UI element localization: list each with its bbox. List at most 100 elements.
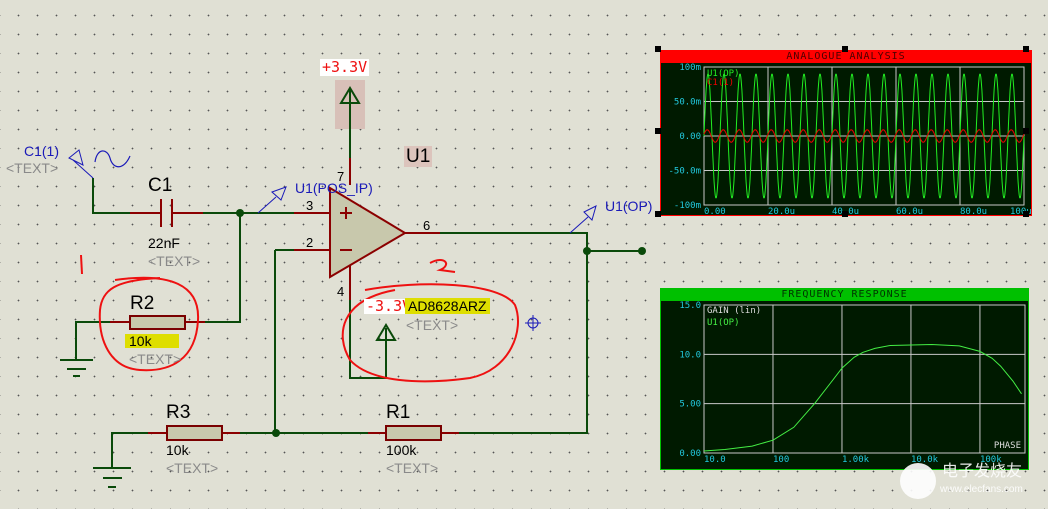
- selection-handle[interactable]: [655, 46, 661, 52]
- r1-text: <TEXT>: [386, 460, 439, 476]
- selection-handle[interactable]: [1023, 128, 1029, 134]
- y-tick-label: -50.0m: [668, 167, 701, 177]
- wire: [205, 213, 241, 323]
- annotation-mark-2: [429, 259, 456, 273]
- y-tick-label: 0.00: [679, 132, 701, 142]
- resistor-r3: [166, 425, 223, 441]
- probe-arrow-icon: [257, 186, 287, 214]
- y-tick-label: 15.0: [679, 301, 701, 311]
- r2-ref: R2: [130, 293, 155, 314]
- x-tick-label: 100k: [980, 455, 1002, 465]
- pin-6: 6: [423, 218, 431, 233]
- x-tick-label: 20.0u: [768, 207, 795, 215]
- generator-label[interactable]: C1(1): [24, 143, 60, 159]
- y-tick-label: 5.00: [679, 400, 701, 410]
- selection-handle[interactable]: [655, 128, 661, 134]
- selection-handle[interactable]: [1023, 211, 1029, 217]
- r2-text: <TEXT>: [129, 351, 182, 367]
- junction: [583, 247, 591, 255]
- generator-text: <TEXT>: [6, 160, 59, 176]
- resistor-r1: [385, 425, 442, 441]
- pin-4: 4: [337, 284, 345, 299]
- series-line-u1-op: [703, 343, 1022, 452]
- power-arrow-icon: [339, 86, 361, 104]
- crosshair-icon: [525, 315, 541, 331]
- annotation-circle-r2: [98, 276, 200, 372]
- selection-handle[interactable]: [842, 211, 848, 217]
- annotation-mark-1: [80, 254, 83, 275]
- junction: [638, 247, 646, 255]
- series-line-c1-1-: [703, 129, 1025, 143]
- ground-icon: [60, 359, 93, 377]
- opamp-triangle: [329, 186, 407, 279]
- graph-plot: 0.0020.0u40.0u60.0u80.0u100u100m50.0m0.0…: [668, 63, 1031, 215]
- r3-text: <TEXT>: [166, 460, 219, 476]
- c1-ref: C1: [148, 175, 173, 196]
- watermark-cn: 电子发烧友: [942, 461, 1023, 480]
- r3-value: 10k: [166, 442, 189, 458]
- power-arrow-icon: [375, 323, 397, 341]
- probe-label-pos-ip[interactable]: U1(POS_IP): [295, 180, 373, 196]
- series-line-u1-op-: [703, 73, 1025, 199]
- r1-ref: R1: [386, 402, 411, 423]
- y-axis-label: GAIN (lin): [707, 306, 761, 316]
- c1-value: 22nF: [148, 235, 180, 251]
- graph-plot: 10.0 100 1.00k 10.0k 100k 15.0 10.0 5.00 0.00 GAI…: [679, 301, 1026, 465]
- watermark-url: www.elecfans.com: [940, 484, 1023, 495]
- x-tick-label: 1.00k: [842, 455, 870, 465]
- r3-ref: R3: [166, 402, 191, 423]
- x-tick-label: 80.0u: [960, 207, 987, 215]
- pin-wire: [294, 128, 440, 300]
- r2-value: 10k: [125, 334, 179, 348]
- wire: [440, 232, 588, 434]
- ground-icon: [93, 467, 131, 488]
- frequency-response-graph[interactable]: FREQUENCY RESPONSE 10.0 100 1.00k 10.0k 100k…: [660, 288, 1029, 470]
- generator-wire: [92, 178, 130, 214]
- legend-entry: U1(OP): [707, 318, 740, 328]
- opamp-ref: U1: [404, 146, 433, 167]
- c1-text: <TEXT>: [148, 253, 201, 269]
- selection-handle[interactable]: [1023, 46, 1029, 52]
- pin-7: 7: [337, 169, 345, 184]
- x-tick-label: 0.00: [704, 207, 726, 215]
- wire: [349, 300, 387, 379]
- resistor-r2: [129, 315, 186, 330]
- x-tick-label: 100: [773, 455, 789, 465]
- capacitor-c1: [130, 199, 203, 227]
- y-tick-label: 0.00: [679, 449, 701, 459]
- pin-2: 2: [306, 235, 314, 250]
- selection-handle[interactable]: [655, 211, 661, 217]
- x-tick-label: 60.0u: [896, 207, 923, 215]
- power-label-negative: -3.3V: [364, 297, 414, 315]
- probe-label-op[interactable]: U1(OP): [605, 198, 653, 214]
- sine-icon: [94, 150, 131, 168]
- x-tick-label: 10.0k: [911, 455, 939, 465]
- x-tick-label: 10.0: [704, 455, 726, 465]
- plus-icon: [340, 207, 352, 219]
- legend-entry: U1(OP): [707, 69, 740, 79]
- junction: [272, 429, 280, 437]
- y-tick-label: -100m: [674, 201, 701, 211]
- y-tick-label: 50.0m: [674, 98, 701, 108]
- opamp-part: AD8628ARZ: [405, 298, 490, 314]
- opamp-text: <TEXT>: [406, 317, 459, 333]
- annotation-circle-u1: [341, 283, 519, 383]
- probe-arrow-icon: [68, 149, 94, 179]
- selection-handle[interactable]: [842, 46, 848, 52]
- probe-arrow-icon: [569, 205, 597, 234]
- pin-3: 3: [306, 198, 314, 213]
- power-label-positive: +3.3V: [320, 58, 370, 76]
- watermark-logo-icon: [900, 463, 936, 499]
- x-tick-label: 100u: [1010, 207, 1031, 215]
- legend-entry: C1(1): [707, 78, 734, 88]
- wire: [111, 432, 148, 468]
- y-tick-label: 10.0: [679, 350, 701, 360]
- phase-label: PHASE: [994, 441, 1021, 451]
- y-tick-label: 100m: [679, 63, 701, 73]
- plot-frame: [703, 304, 1026, 454]
- graph-title: ANALOGUE ANALYSIS: [661, 51, 1031, 63]
- graph-title: FREQUENCY RESPONSE: [661, 289, 1028, 301]
- watermark: 电子发烧友 www.elecfans.com: [900, 455, 1040, 505]
- analogue-analysis-graph[interactable]: ANALOGUE ANALYSIS 0.0020.0u40.0u60.0u80.…: [660, 50, 1032, 216]
